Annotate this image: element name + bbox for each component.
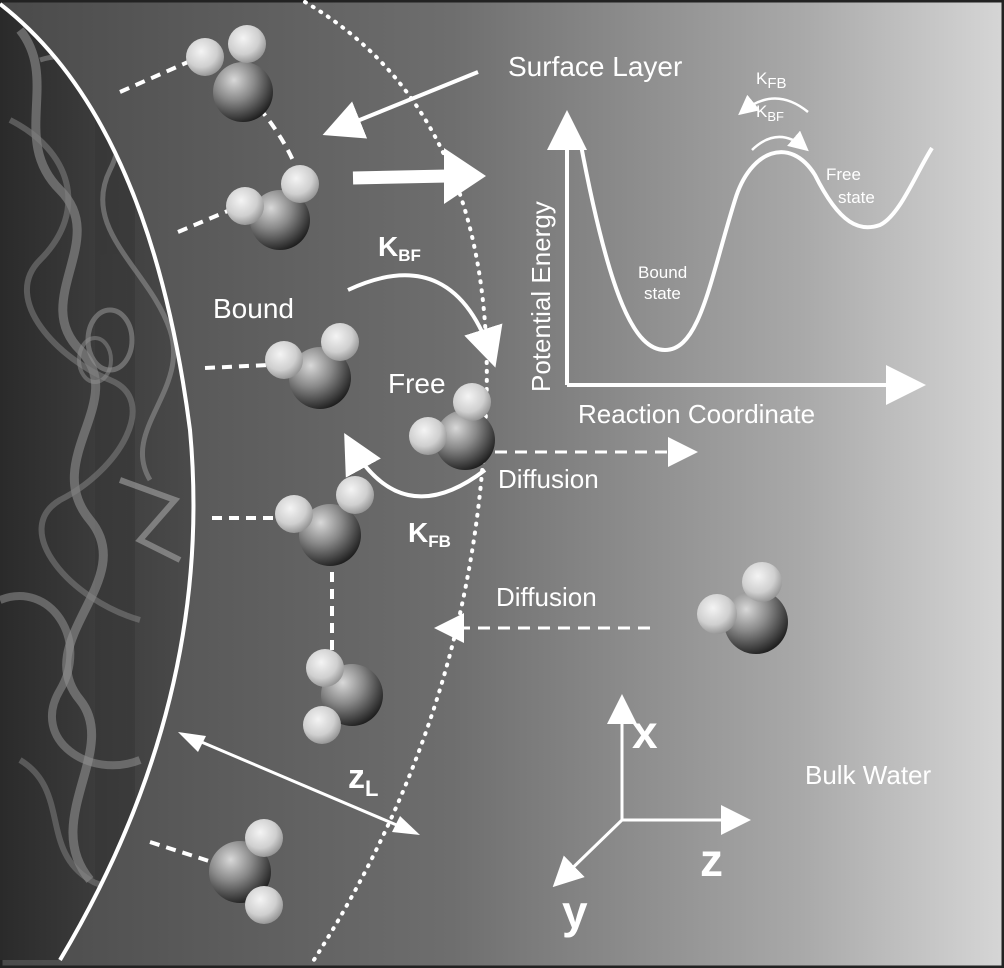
zl-label: zL [348,758,378,801]
kfb-label: KFB [408,517,451,551]
water-molecule [303,649,383,744]
axis-z-label: z [700,834,723,886]
free-label: Free [388,368,446,399]
kbf-label: KBF [378,231,421,265]
coordinate-axes [552,694,751,888]
inset-kbf-arrow [751,130,809,152]
surface-layer-label: Surface Layer [508,51,682,82]
inset-x-axis-label: Reaction Coordinate [578,399,815,429]
axis-x-label: x [632,706,658,758]
water-molecule [275,476,374,566]
kfb-arrow [344,432,487,499]
surface-layer-pointer-arrow [322,70,479,139]
inset-kbf-label: KBF [756,102,784,124]
potential-energy-inset [547,94,934,405]
water-molecule-bulk [697,562,788,654]
axis-y-label: y [562,886,588,938]
inset-kfb-arrow [738,94,809,116]
energy-curve [578,139,934,353]
water-molecule [186,25,273,122]
inset-free-state-label-line1: Free [826,165,861,184]
inset-bound-state-label-line1: Bound [638,263,687,282]
water-molecule [265,323,359,409]
inset-y-axis-label: Potential Energy [526,201,556,392]
inset-kfb-label: KFB [756,69,787,92]
kbf-arrow [347,273,503,368]
inset-bound-state-label-line2: state [644,284,681,303]
water-molecule [209,819,283,924]
diffusion-out-label: Diffusion [498,464,599,494]
water-molecule [226,165,319,250]
inset-free-state-label-line2: state [838,188,875,207]
zoom-arrow [352,148,486,204]
zl-thickness-arrow [178,732,420,835]
bound-label: Bound [213,293,294,324]
surface-layer-boundary [303,0,489,968]
water-molecule-free [409,383,495,470]
diffusion-in-label: Diffusion [496,582,597,612]
bulk-water-label: Bulk Water [805,760,932,790]
